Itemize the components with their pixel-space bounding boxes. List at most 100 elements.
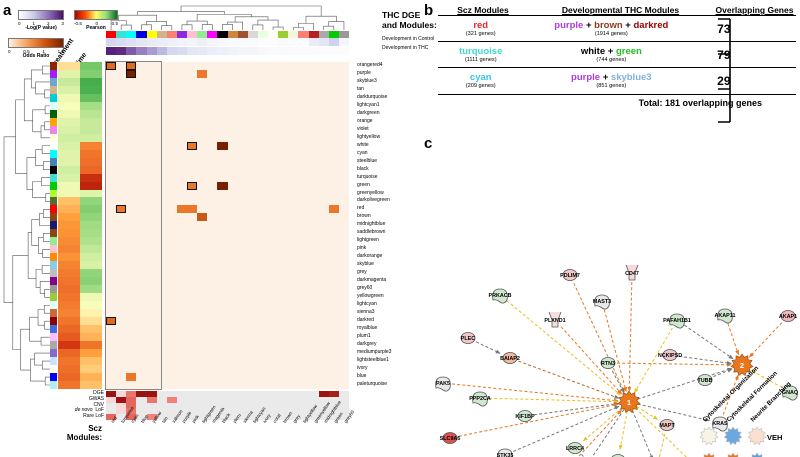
- network-node[interactable]: TUBB: [698, 374, 713, 386]
- annotation-cell: [146, 396, 157, 403]
- odds-ratio-cell: [106, 332, 117, 341]
- odds-ratio-cell: [146, 356, 157, 365]
- network-node-label: PAFAH1B1: [663, 318, 691, 324]
- annotation-cell: [166, 391, 177, 397]
- scz-module-swatch: [308, 31, 319, 38]
- annotation-cell: [176, 414, 187, 420]
- panel-b-overlap-count: 73: [717, 21, 731, 36]
- odds-ratio-cell: [146, 317, 157, 325]
- network-node[interactable]: NCKIPSD: [658, 349, 682, 361]
- odds-ratio-cell: [106, 229, 117, 238]
- network-hub[interactable]: 2: [730, 353, 754, 377]
- odds-ratio-cell: [197, 237, 208, 246]
- odds-ratio-cell: [288, 324, 299, 333]
- thc-dge-header: THC DGE and Modules:: [382, 10, 437, 30]
- network-hub[interactable]: 1: [617, 390, 641, 414]
- odds-ratio-cell: [156, 348, 167, 357]
- odds-ratio-cell: [308, 85, 319, 94]
- tick: 3: [61, 20, 64, 26]
- odds-ratio-cell: [176, 372, 187, 381]
- odds-ratio-cell: [257, 261, 268, 270]
- odds-ratio-cell: [288, 149, 299, 158]
- network-node[interactable]: RTN3: [600, 357, 616, 369]
- network-node[interactable]: PLEC: [460, 332, 476, 344]
- thc-module-label: red: [357, 205, 365, 212]
- module-color-swatch: [50, 189, 57, 198]
- odds-ratio-cell: [318, 277, 329, 286]
- odds-ratio-cell: [308, 93, 319, 102]
- network-node[interactable]: PDLIM7: [560, 269, 580, 281]
- network-node[interactable]: LRRC4: [566, 442, 584, 454]
- network-node[interactable]: Chn1: [611, 454, 625, 457]
- odds-ratio-cell: [298, 149, 309, 158]
- odds-ratio-cell: [308, 181, 319, 190]
- scz-module-swatch: [257, 31, 268, 38]
- odds-ratio-cell: [318, 364, 329, 373]
- network-node[interactable]: MAPT: [659, 419, 675, 431]
- network-node[interactable]: STK35: [497, 448, 514, 457]
- pearson-cell: [80, 285, 102, 294]
- odds-ratio-cell: [176, 261, 187, 270]
- annotation-cell: [106, 396, 117, 403]
- odds-ratio-cell: [166, 253, 177, 262]
- odds-ratio-cell: [237, 309, 248, 317]
- annotation-cell: [268, 396, 279, 403]
- odds-ratio-cell: [237, 324, 248, 333]
- odds-ratio-cell: [328, 165, 339, 174]
- development-in-control-row: [106, 38, 349, 46]
- odds-ratio-cell: [116, 253, 127, 262]
- legend-odds-ticks: 0 0.5 1 1.5: [8, 49, 64, 54]
- odds-ratio-cell: [288, 332, 299, 341]
- network-node[interactable]: PLXND1: [544, 311, 566, 328]
- panel-b-thc-modules: white + green(744 genes): [580, 46, 642, 63]
- pvalue-cell: [146, 47, 157, 55]
- odds-ratio-cell: [308, 324, 319, 333]
- odds-ratio-cell: [197, 69, 208, 78]
- network-node[interactable]: GNAQ: [782, 385, 798, 401]
- table-row: [106, 229, 349, 238]
- odds-ratio-cell: [217, 173, 228, 182]
- odds-ratio-cell: [156, 356, 167, 365]
- odds-ratio-cell: [166, 229, 177, 238]
- odds-ratio-cell: [237, 93, 248, 102]
- network-node[interactable]: AKAP1: [779, 310, 797, 322]
- network-node[interactable]: CD47: [625, 264, 639, 281]
- odds-ratio-cell: [247, 364, 258, 373]
- network-node[interactable]: MAST3: [593, 294, 611, 310]
- network-node[interactable]: PAK5: [435, 376, 451, 392]
- network-node[interactable]: KRAS: [712, 416, 728, 432]
- network-node[interactable]: SLC9A5: [440, 432, 461, 444]
- annotation-cell: [247, 402, 258, 409]
- odds-ratio-cell: [227, 125, 238, 134]
- network-node[interactable]: PRKACB: [488, 288, 512, 304]
- odds-ratio-cell: [207, 173, 218, 182]
- odds-ratio-cell: [156, 261, 167, 270]
- odds-ratio-cell: [106, 356, 117, 365]
- network-node[interactable]: PPP2CA: [469, 391, 491, 407]
- odds-ratio-cell: [176, 293, 187, 302]
- odds-ratio-cell: [328, 117, 339, 126]
- odds-ratio-cell: [197, 85, 208, 94]
- module-color-swatch: [50, 332, 57, 341]
- legend-pvalue-title: -Log(P value): [25, 25, 57, 31]
- odds-ratio-cell: [146, 69, 157, 78]
- odds-ratio-cell: [106, 133, 117, 142]
- odds-ratio-cell: [288, 221, 299, 230]
- annotation-cell: [187, 391, 198, 397]
- annotation-cell: [136, 391, 147, 397]
- odds-ratio-cell: [156, 181, 167, 190]
- odds-ratio-cell: [136, 205, 147, 214]
- odds-ratio-cell: [308, 189, 319, 198]
- odds-ratio-cell: [247, 125, 258, 134]
- odds-ratio-cell: [126, 269, 137, 278]
- annotation-cell: [217, 396, 228, 403]
- odds-ratio-cell: [298, 324, 309, 333]
- odds-ratio-cell: [237, 317, 248, 325]
- network-node[interactable]: PAFAH1B1: [663, 313, 691, 329]
- network-node[interactable]: BAIAP2: [500, 352, 520, 364]
- network-node[interactable]: KIF1BP: [515, 410, 535, 422]
- odds-ratio-cell: [237, 141, 248, 150]
- odds-ratio-cell: [146, 229, 157, 238]
- network-node[interactable]: AKAP11: [715, 308, 736, 324]
- odds-ratio-cell: [338, 117, 349, 126]
